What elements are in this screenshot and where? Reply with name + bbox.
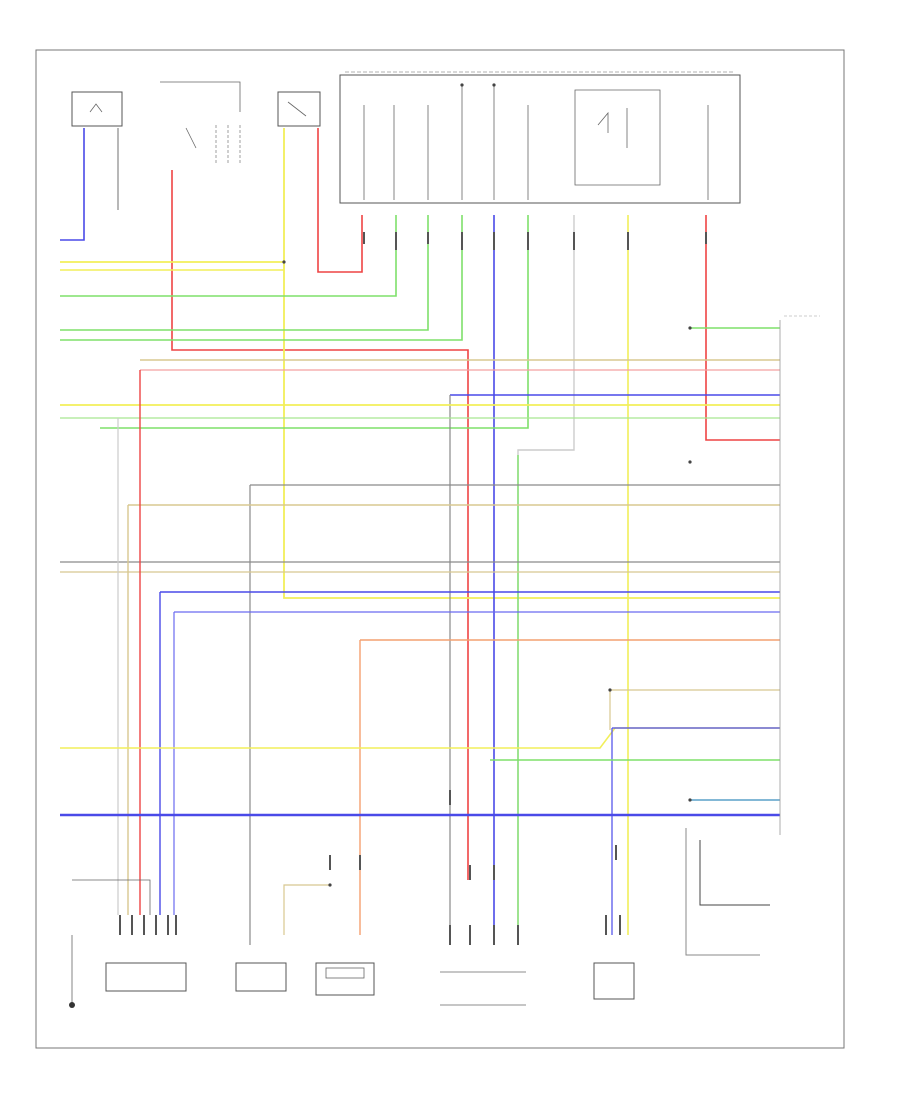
wire-yellow-6 xyxy=(60,727,780,749)
wire-green-4 xyxy=(100,215,529,429)
brake-switch xyxy=(277,91,321,127)
ground-symbol-left xyxy=(69,935,75,1008)
wire-green-2 xyxy=(60,215,429,331)
wire-red-1 xyxy=(171,170,469,880)
wire-tan-5 xyxy=(283,884,330,935)
wire-red-3 xyxy=(705,215,780,441)
fuse-relay-box xyxy=(339,71,741,204)
accelerator-pedal-sensor xyxy=(72,879,187,992)
splice-dots xyxy=(282,83,692,887)
neutral-switch xyxy=(160,81,241,165)
fuse-box-left xyxy=(71,91,123,127)
wire-green-3 xyxy=(60,215,463,341)
motor xyxy=(593,962,635,1000)
diagram-border xyxy=(35,49,845,1049)
wire-green-1 xyxy=(60,215,397,297)
oxygen-sensor xyxy=(315,962,375,996)
wire-gray-2 xyxy=(517,215,575,935)
engine-control-module-connector xyxy=(779,315,820,835)
fuel-injectors xyxy=(440,971,526,1006)
connector-marks xyxy=(119,232,707,945)
wire-tan-4 xyxy=(609,689,780,730)
clutch-pedal-switch xyxy=(235,962,287,992)
wire-blue-1 xyxy=(60,128,85,241)
wire-yellow-1 xyxy=(283,128,780,599)
wire-gray-5 xyxy=(685,828,760,956)
wire-gray-6 xyxy=(699,840,770,906)
fuse-group xyxy=(363,85,709,200)
wire-red-2 xyxy=(317,128,363,273)
